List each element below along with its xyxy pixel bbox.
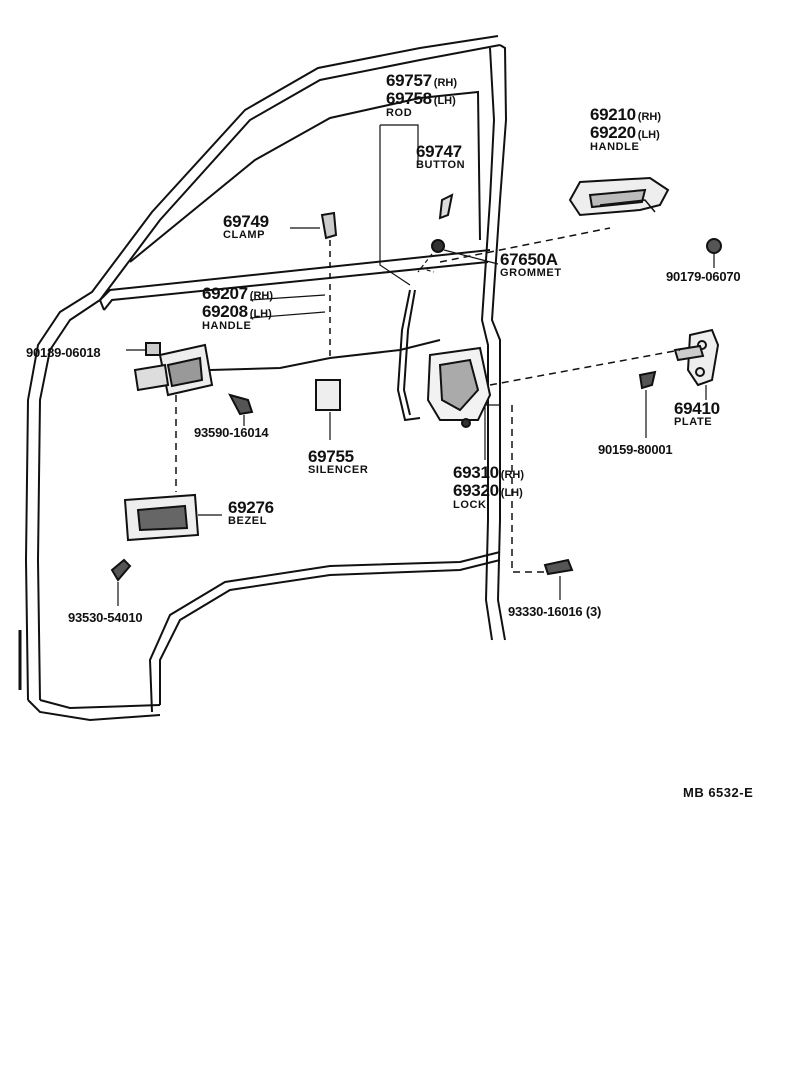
screw-90159-label: 90159-80001 <box>598 442 673 457</box>
rod-no-lh: 69758 <box>386 89 432 108</box>
silencer-name: SILENCER <box>308 464 369 476</box>
silencer-part <box>315 379 341 440</box>
button-label: 69747 BUTTON <box>416 143 465 171</box>
silencer-no: 69755 <box>308 447 354 466</box>
bezel-name: BEZEL <box>228 515 268 527</box>
nut-90179-label: 90179-06070 <box>666 269 741 284</box>
lock-part <box>426 346 545 573</box>
outer-handle-suffix-lh: (LH) <box>637 129 660 141</box>
grommet-label: 67650A GROMMET <box>500 251 562 279</box>
rod-no-rh: 69757 <box>386 71 432 90</box>
outer-handle-no-rh: 69210 <box>590 105 636 124</box>
bezel-no: 69276 <box>228 498 274 517</box>
inside-handle-part <box>133 294 441 397</box>
silencer-label: 69755 SILENCER <box>308 448 368 476</box>
screw-93590 <box>228 393 254 426</box>
rod-label: 69757(RH) 69758(LH) ROD <box>386 72 457 119</box>
screw-90159 <box>638 370 657 438</box>
outer-handle-no-lh: 69220 <box>590 123 636 142</box>
outer-handle-name: HANDLE <box>590 141 640 153</box>
rod-name: ROD <box>386 107 413 119</box>
screw-93530-label: 93530-54010 <box>68 610 143 625</box>
inner-handle-label: 69207(RH) 69208(LH) HANDLE <box>202 285 273 332</box>
diagram-code: MB 6532-E <box>683 785 754 800</box>
plate-label: 69410 PLATE <box>674 400 720 428</box>
inner-handle-suffix-lh: (LH) <box>249 308 272 320</box>
outer-handle-suffix-rh: (RH) <box>637 111 661 123</box>
button-no: 69747 <box>416 142 462 161</box>
grommet-name: GROMMET <box>500 267 562 279</box>
grommet-part <box>417 239 499 273</box>
screw-93530 <box>110 558 132 606</box>
grommet-no: 67650A <box>500 250 558 269</box>
inner-handle-no-rh: 69207 <box>202 284 248 303</box>
rod-suffix-rh: (RH) <box>433 77 457 89</box>
rod <box>396 289 421 422</box>
door-panel <box>18 35 508 722</box>
button-name: BUTTON <box>416 159 466 171</box>
clip-90189 <box>126 342 161 356</box>
inner-handle-suffix-rh: (RH) <box>249 290 273 302</box>
striker-plate-part <box>489 328 720 400</box>
lock-no-rh: 69310 <box>453 463 499 482</box>
screw-93330 <box>543 558 574 600</box>
lock-name: LOCK <box>453 499 487 511</box>
screw-93590-label: 93590-16014 <box>194 425 269 440</box>
bezel-part <box>123 395 222 542</box>
screw-93330-label: 93330-16016 (3) <box>508 604 602 619</box>
clip-90189-label: 90189-06018 <box>26 345 101 360</box>
lock-suffix-lh: (LH) <box>500 487 523 499</box>
rod-leader <box>379 124 419 286</box>
inner-handle-no-lh: 69208 <box>202 302 248 321</box>
nut-90179 <box>706 238 722 268</box>
outer-handle-label: 69210(RH) 69220(LH) HANDLE <box>590 106 661 153</box>
outside-handle-part <box>439 176 670 263</box>
bezel-label: 69276 BEZEL <box>228 499 274 527</box>
clamp-label: 69749 CLAMP <box>223 213 269 241</box>
rod-suffix-lh: (LH) <box>433 95 456 107</box>
inner-handle-name: HANDLE <box>202 320 252 332</box>
plate-name: PLATE <box>674 416 713 428</box>
button-part <box>438 193 454 220</box>
lock-suffix-rh: (RH) <box>500 469 524 481</box>
lock-no-lh: 69320 <box>453 481 499 500</box>
plate-no: 69410 <box>674 399 720 418</box>
clamp-part <box>290 211 338 360</box>
clamp-name: CLAMP <box>223 229 266 241</box>
lock-label: 69310(RH) 69320(LH) LOCK <box>453 464 524 511</box>
clamp-no: 69749 <box>223 212 269 231</box>
